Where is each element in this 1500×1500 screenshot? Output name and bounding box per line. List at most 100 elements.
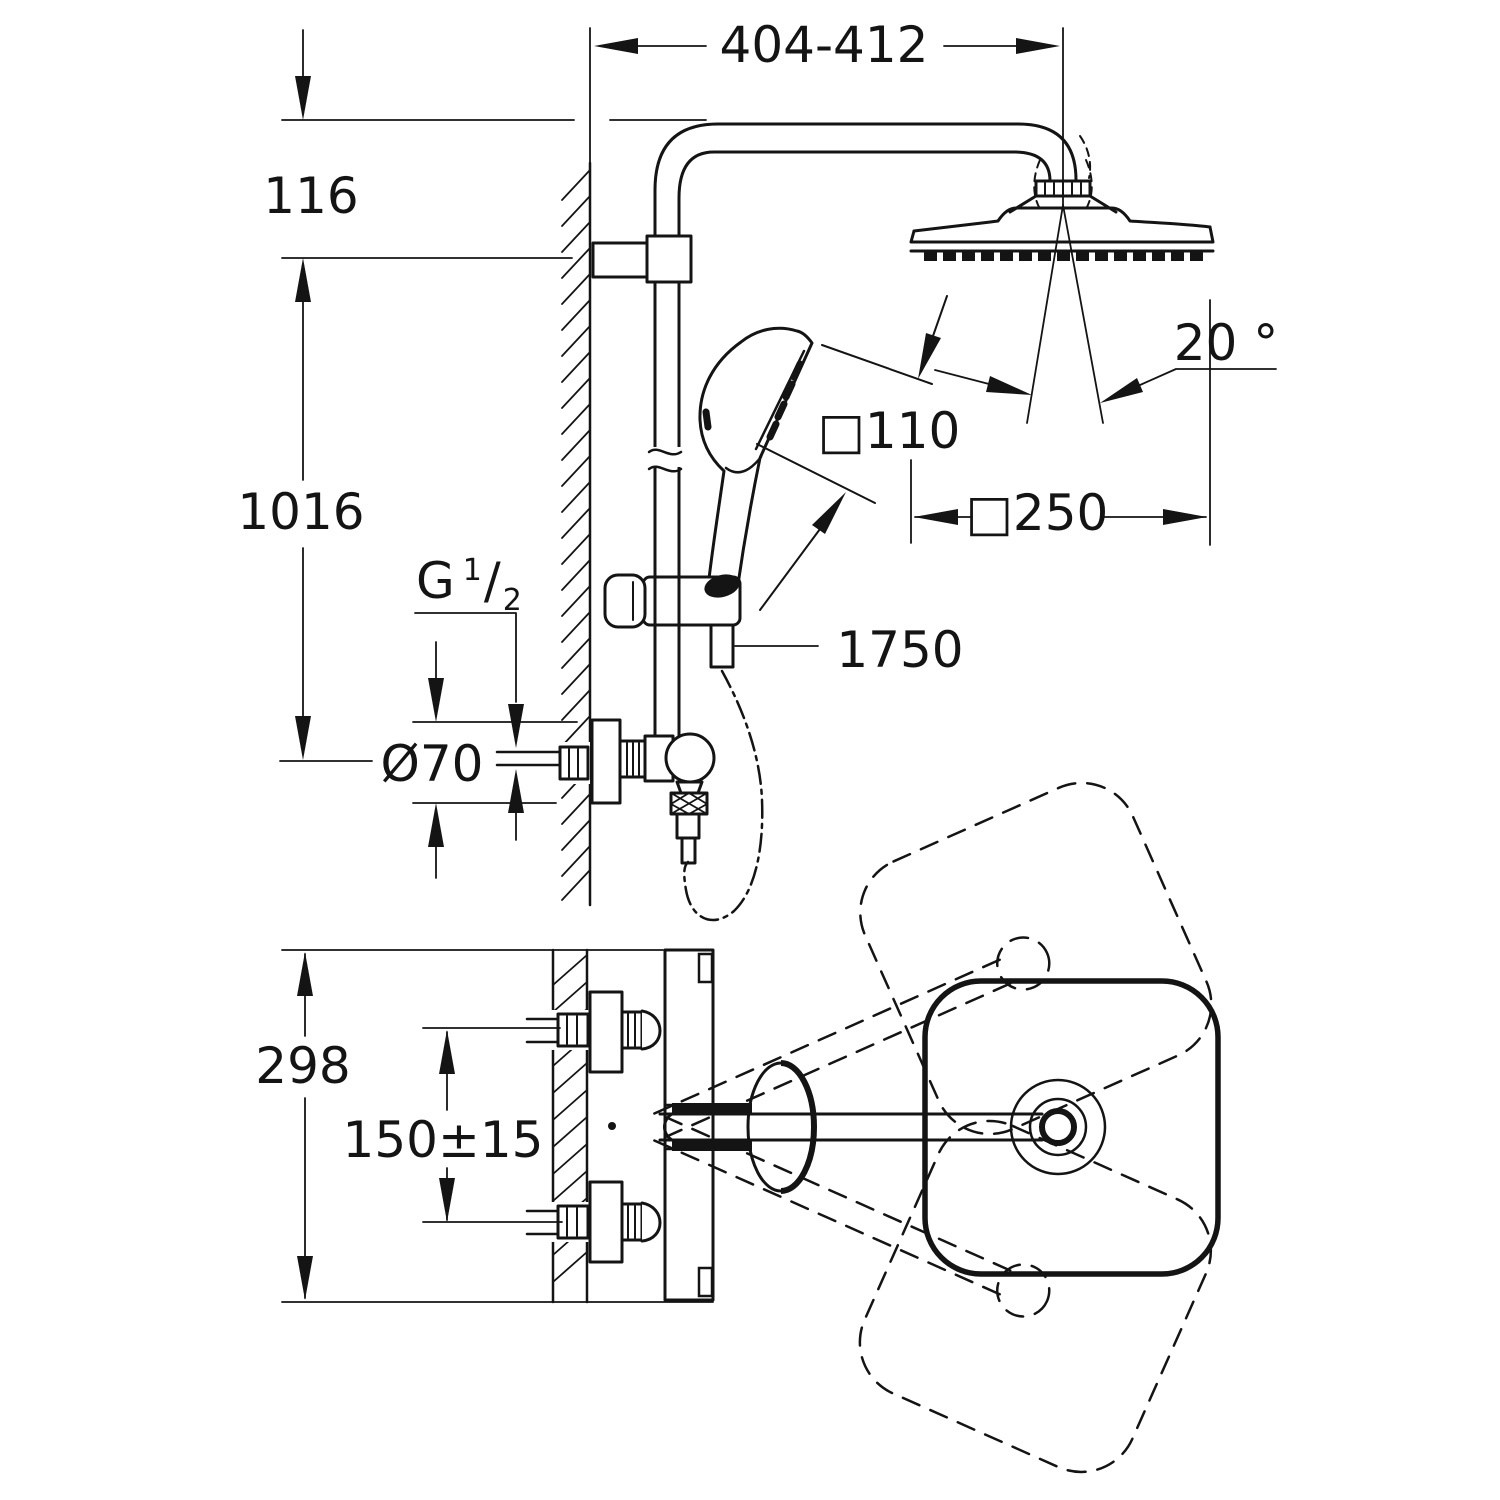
joint-ring-lower-dashed	[995, 1263, 1051, 1318]
thermostat-body	[608, 948, 715, 1302]
dim-angle-arrow-right	[1100, 378, 1143, 403]
dim-angle-leaders	[934, 368, 1277, 386]
thread-label-sub: 2	[503, 583, 522, 618]
hand-shower-nozzles	[702, 360, 804, 441]
hose-connector-stub	[709, 623, 735, 669]
supply-stub-upper	[525, 1017, 562, 1044]
holder-knob	[603, 573, 647, 629]
escutcheon-lower	[588, 1180, 624, 1264]
union-nut-lower	[620, 1202, 644, 1242]
thread-label-base: G	[416, 552, 455, 610]
handle-end-cap	[704, 574, 740, 598]
supply-hex-upper	[556, 1012, 590, 1048]
dim-spray-angle-label: 20 °	[1174, 314, 1279, 372]
dim-wall-offset-label: 116	[263, 167, 358, 225]
dim-supply-distance-label: 150±15	[343, 1111, 544, 1169]
supply-connection-upper	[525, 990, 662, 1074]
union-nut-upper-lines	[627, 1013, 636, 1047]
thermostat-body-outline	[663, 948, 715, 1302]
joint-ring-inner	[1039, 1108, 1077, 1146]
arm-cone-disc-front	[780, 1060, 817, 1194]
rail-break-gap	[649, 447, 681, 467]
escutcheon-upper	[588, 990, 624, 1074]
center-reference-dot	[608, 1122, 616, 1130]
head-top-profile	[912, 206, 1212, 233]
head-nozzles	[924, 252, 1203, 261]
dim-110-arrow-top	[918, 333, 941, 379]
union-nut-upper	[620, 1010, 644, 1050]
valve-escutcheon	[590, 718, 622, 805]
dim-hose-length-label: 1750	[836, 621, 963, 679]
head-position-lower-dashed	[858, 1119, 1213, 1474]
arm-tube-lines	[658, 1112, 1044, 1142]
handle-tab-bottom	[697, 1266, 714, 1298]
rail-through-holder	[653, 575, 681, 627]
dim-298-arrow-bottom	[297, 1256, 313, 1300]
dim-height-label: 1016	[237, 483, 364, 541]
hand-shower-neck-line	[724, 455, 763, 474]
joint-ring-middle	[1028, 1097, 1088, 1157]
thread-arrow-down	[508, 704, 524, 748]
spray-cone-lines	[1026, 204, 1104, 424]
thread-arrow-up	[508, 769, 524, 813]
dim-110-leader-lines	[756, 295, 948, 611]
supply-connection-lower	[525, 1180, 662, 1264]
dim-116-ref-lines	[281, 119, 707, 259]
union-nut-lower-lines	[627, 1205, 636, 1239]
head-shower-plan	[922, 978, 1221, 1277]
diverter-knob	[664, 732, 716, 784]
hand-shower	[698, 326, 814, 598]
handle-tab-top	[697, 952, 714, 984]
dim-298-arrow-top	[297, 952, 313, 996]
joint-ring-outer	[1009, 1078, 1107, 1176]
dim-298-lines	[281, 949, 714, 1303]
dim-hand-shower-label: □110	[818, 402, 961, 460]
dim-body-width-label: 298	[255, 1037, 350, 1095]
dim-o70-lines	[412, 641, 578, 879]
dim-angle-arrow-left	[986, 376, 1032, 395]
shower-arm-plan	[658, 1060, 1044, 1194]
thread-label-slash: /	[484, 552, 501, 610]
hose-nut-knurling	[670, 792, 708, 815]
dim-110-arrow-bottom	[812, 492, 846, 534]
mixer-valve	[495, 718, 716, 865]
union-dome-upper	[640, 1009, 662, 1051]
supply-hex-nut	[558, 745, 590, 781]
riser-pipe-and-arm	[591, 122, 1078, 739]
arm-flange-bottom	[672, 1140, 752, 1151]
dim-escutcheon-label: Ø70	[381, 735, 484, 793]
dim-116-arrow-bottom	[295, 258, 311, 302]
supply-hex-lower-lines	[566, 1207, 578, 1237]
dim-404-arrow-right	[1016, 38, 1060, 54]
thread-leader-lines	[414, 612, 517, 841]
dim-150-arrow-top	[439, 1030, 455, 1074]
pipe-inner-line	[677, 150, 1052, 739]
shower-hose	[683, 669, 764, 922]
top-view-dimensions: 298 150±15	[255, 949, 714, 1303]
arm-pivot-cap	[662, 1112, 674, 1142]
wall-bracket	[591, 241, 651, 279]
head-outline-plan	[922, 978, 1221, 1277]
arm-flange-top	[672, 1103, 752, 1114]
outlet-cone	[675, 780, 704, 795]
supply-hex-lower	[556, 1204, 590, 1240]
dim-head-shower-label: □250	[966, 484, 1109, 542]
dim-250-arrow-right	[1163, 509, 1207, 525]
top-view: 298 150±15	[255, 781, 1221, 1474]
head-rim	[909, 225, 1215, 253]
dim-250-arrow-left	[914, 509, 958, 525]
outlet-tube	[675, 812, 701, 840]
wall-hatching	[561, 169, 591, 901]
pipe-union-collar	[645, 234, 693, 284]
dim-250-lines	[910, 299, 1211, 546]
head-position-upper-dashed	[859, 781, 1213, 1136]
supply-hex-lines	[568, 748, 579, 778]
dim-vertical-shafts	[279, 29, 373, 762]
side-view: 404-412 116 1016 G1/2 Ø70 □110 20 °	[237, 16, 1279, 922]
thread-label-sup: 1	[463, 553, 482, 588]
